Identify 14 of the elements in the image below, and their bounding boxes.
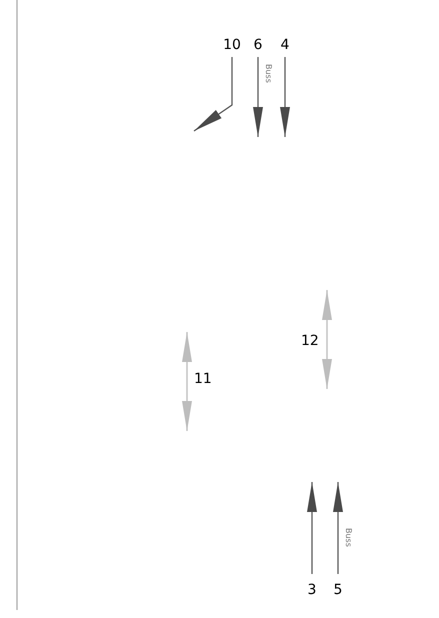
callout-number: 4 [278,35,292,55]
arrow [194,57,233,132]
arrow [280,57,290,137]
callout-number: 10 [220,35,244,55]
callout-number: 11 [194,372,212,386]
arrow [253,57,263,137]
callout-number: 6 [251,35,265,55]
callout-number: 5 [331,580,345,600]
arrow [307,482,317,574]
edge-label: Buss [344,528,352,547]
callout-number: 12 [301,334,319,348]
callout-number: 3 [305,580,319,600]
edge-label: Buss [264,64,272,83]
arrow [333,482,343,574]
